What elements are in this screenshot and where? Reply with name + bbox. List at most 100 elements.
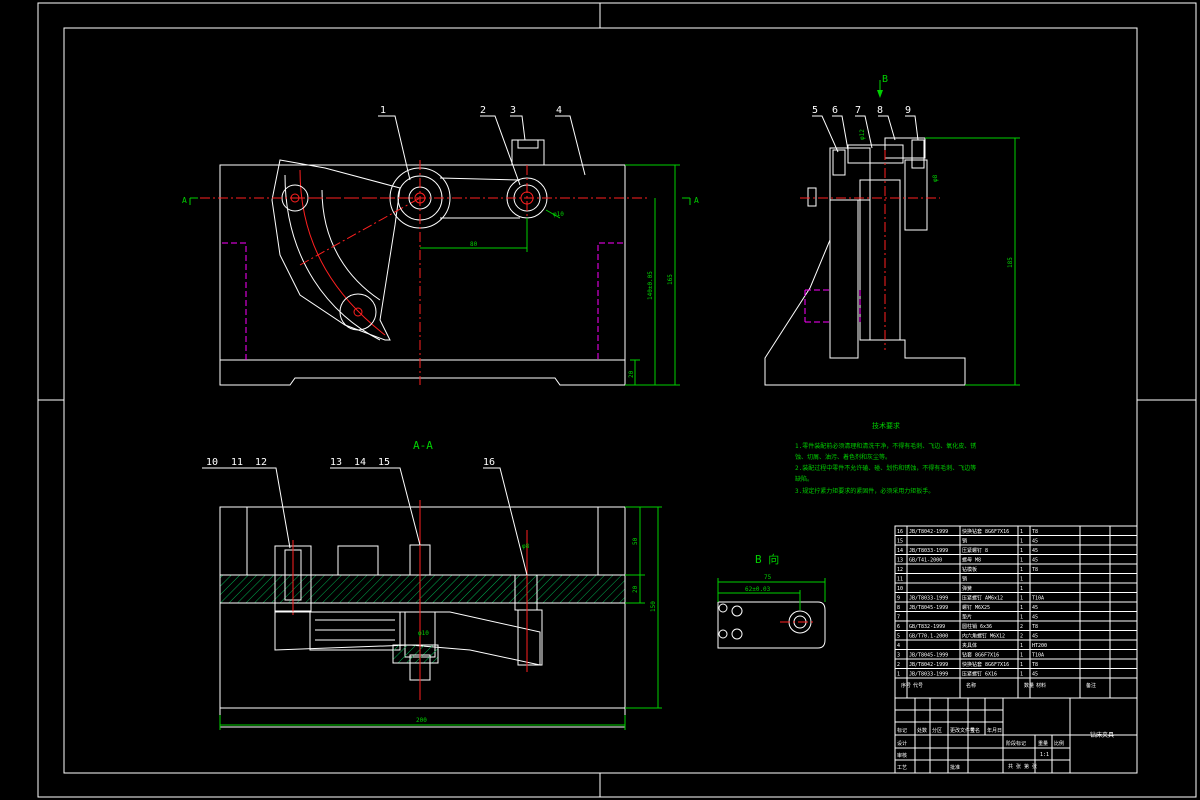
bom-cell: 6 — [897, 624, 900, 630]
cut-label-right: A — [694, 196, 699, 205]
title-block-label: 处数 — [917, 727, 927, 734]
bom-cell: 1 — [1020, 643, 1023, 649]
dim-phi-d: φ12 — [859, 129, 866, 140]
title-block-label: 年月日 — [987, 727, 1002, 734]
dim-140: 140±0.05 — [647, 271, 654, 300]
notes-line-3: 2.装配过程中零件不允许磕、碰、划伤和锈蚀，不得有毛刺、飞边等 — [795, 464, 976, 472]
bom-cell: 7 — [897, 615, 900, 621]
bom-header-cell: 数量 — [1024, 682, 1034, 689]
bom-header-cell: 备注 — [1086, 682, 1096, 689]
bom-cell: 9 — [897, 596, 900, 602]
bom-cell: T8 — [1032, 529, 1038, 535]
bom-cell: 13 — [897, 558, 903, 564]
bom-header-cell: 代号 — [913, 682, 923, 689]
bom-cell: 1 — [897, 672, 900, 678]
bom-cell: 45 — [1032, 558, 1038, 564]
bom-cell: HT200 — [1032, 643, 1047, 649]
bom-cell: 10 — [897, 586, 903, 592]
title-block-label: 阶段标记 — [1006, 740, 1026, 747]
bom-cell: JB/T8042-1999 — [909, 529, 948, 535]
bom-cell: 1 — [1020, 586, 1023, 592]
balloon-16: 16 — [483, 457, 495, 468]
bom-cell: 3 — [897, 653, 900, 659]
dim-62: 62±0.03 — [745, 586, 771, 593]
view-b-label: B 向 — [755, 552, 779, 566]
balloon-7: 7 — [855, 105, 861, 116]
bom-cell: 1 — [1020, 558, 1023, 564]
bom-cell: 2 — [1020, 634, 1023, 640]
dim-200: 200 — [416, 717, 427, 724]
dim-phi-b: φ8 — [522, 543, 530, 550]
bom-cell: 压紧螺钉 AM6x12 — [962, 595, 1003, 602]
bom-cell: 45 — [1032, 605, 1038, 611]
sheet-frame — [37, 2, 1197, 798]
bom-cell: GB/T70.1-2000 — [909, 634, 948, 640]
bom-cell: 1 — [1020, 567, 1023, 573]
balloon-12: 12 — [255, 457, 267, 468]
notes-line-2: 蚀、切屑、油污、着色剂和灰尘等。 — [795, 453, 891, 461]
bom-cell: 8 — [897, 605, 900, 611]
bom-cell: 内六角螺钉 M6X12 — [962, 633, 1005, 640]
bom-cell: JB/T8033-1999 — [909, 672, 948, 678]
bom-header-cell: 序号 — [901, 682, 911, 689]
title-block-label: 批准 — [950, 764, 960, 771]
balloon-15: 15 — [378, 457, 390, 468]
drawing-name: 钻床夹具 — [1090, 731, 1114, 739]
bom-cell: 45 — [1032, 672, 1038, 678]
bom-cell: 11 — [897, 577, 903, 583]
title-block-label: 更改文件号 — [950, 727, 975, 734]
bom-cell: 快换钻套 8G6F7X16 — [962, 661, 1009, 668]
bom-cell: 1 — [1020, 605, 1023, 611]
title-block-label: 审核 — [897, 752, 907, 759]
side-view — [764, 80, 1020, 386]
bom-cell: 4 — [897, 643, 900, 649]
front-view — [189, 139, 691, 386]
bom-cell: 垫片 — [962, 614, 972, 621]
bom-cell: 压紧螺钉 6X16 — [962, 671, 997, 678]
notes-line-4: 缺陷。 — [795, 475, 813, 483]
bom-cell: GB/T832-1999 — [909, 624, 945, 630]
bom-cell: 弹簧 — [962, 585, 972, 592]
balloon-3: 3 — [510, 105, 516, 116]
bom-cell: 12 — [897, 567, 903, 573]
bom-cell: 45 — [1032, 615, 1038, 621]
dim-150: 150 — [650, 601, 657, 612]
dim-185: 185 — [1007, 257, 1014, 268]
bom-cell: 1 — [1020, 662, 1023, 668]
title-block-label: 签名 — [970, 727, 980, 734]
balloon-11: 11 — [231, 457, 243, 468]
bom-cell: T8 — [1032, 624, 1038, 630]
bom-cell: 快换钻套 8G6F7X16 — [962, 528, 1009, 535]
cut-label-left: A — [182, 196, 187, 205]
title-block-label: 标记 — [897, 727, 907, 734]
bom-cell: GB/T41-2000 — [909, 558, 942, 564]
bom-cell: 圆柱销 6x36 — [962, 623, 992, 630]
notes-title: 技术要求 — [872, 421, 900, 430]
bom-cell: 压紧螺钉 8 — [962, 547, 988, 554]
title-block-label: 重量 — [1038, 740, 1048, 747]
bom-cell: JB/T8033-1999 — [909, 548, 948, 554]
title-block-label: 工艺 — [897, 765, 907, 771]
dim-phi-e: φ8 — [932, 174, 939, 182]
section-aa — [219, 500, 662, 730]
balloon-1: 1 — [380, 105, 386, 116]
title-block — [894, 697, 1138, 774]
bom-cell: JB/T8033-1999 — [909, 596, 948, 602]
bom-cell: 螺钉 M6X25 — [962, 604, 990, 611]
bom-cell: 钻模板 — [962, 566, 977, 573]
dim-165: 165 — [667, 274, 674, 285]
bom-cell: 销 — [962, 538, 967, 545]
bom-cell: T8 — [1032, 662, 1038, 668]
bom-cell: 钻套 8G6F7X16 — [962, 652, 999, 659]
bom-cell: 45 — [1032, 548, 1038, 554]
bom-cell: 螺母 M8 — [962, 557, 981, 564]
title-block-label: 分区 — [932, 727, 942, 734]
bom-cell: 1 — [1020, 596, 1023, 602]
sheet-count: 共 张 第 张 — [1008, 763, 1037, 770]
bom-cell: 夹具体 — [962, 642, 977, 649]
bom-cell: 2 — [1020, 624, 1023, 630]
section-aa-label: A-A — [413, 439, 433, 452]
balloon-5: 5 — [812, 105, 818, 116]
bom-cell: T10A — [1032, 653, 1044, 659]
